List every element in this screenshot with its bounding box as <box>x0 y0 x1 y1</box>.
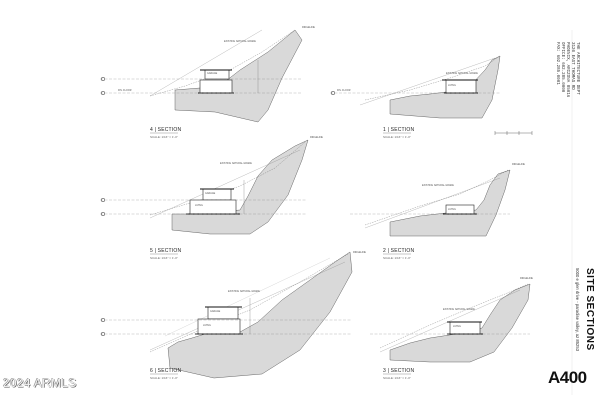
elevation-marker <box>100 211 106 217</box>
elevation-marker <box>100 331 106 337</box>
annotation-natural-grade: EXISTING NATURAL GRADE <box>446 72 478 75</box>
natural-grade-line <box>364 55 501 101</box>
annotation-living: LIVING <box>448 208 456 211</box>
annotation-ridgeline: RIDGELINE <box>302 26 315 29</box>
section-2-scale: SCALE: 1/16" = 1'-0" <box>383 256 411 260</box>
firm-line: OFFICE: 602.285.0000 <box>560 42 564 93</box>
section-3-scale: SCALE: 1/16" = 1'-0" <box>383 376 411 380</box>
terrain-fill <box>171 139 309 235</box>
annotation-fin-floor: FIN. FLOOR <box>118 89 132 92</box>
section-2-label: 2 | SECTION <box>383 248 415 254</box>
elevation-marker <box>100 317 106 323</box>
annotation-living: LIVING <box>453 325 461 328</box>
sight-line <box>149 149 301 219</box>
natural-grade-line <box>379 283 529 349</box>
house-upper <box>207 306 239 320</box>
annotation-living: LIVING <box>195 204 203 207</box>
annotation-living: LIVING <box>448 84 456 87</box>
terrain-fill <box>389 283 531 363</box>
section-5-label: 5 | SECTION <box>150 248 182 254</box>
section-6-drawing <box>100 251 353 379</box>
annotation-ridgeline: RIDGELINE <box>520 277 533 280</box>
firm-info-block: THE ARCHITECTURE DEPT 3120 EAST THOMAS R… <box>554 42 579 97</box>
section-4-scale: SCALE: 1/16" = 1'-0" <box>150 135 178 139</box>
annotation-natural-grade: EXISTING NATURAL GRADE <box>224 40 256 43</box>
elevation-marker <box>100 90 106 96</box>
annotation-natural-grade: EXISTING NATURAL GRADE <box>422 184 454 187</box>
annotation-garage: GARAGE <box>205 192 216 195</box>
annotation-ridgeline: RIDGELINE <box>353 251 366 254</box>
terrain-fill <box>167 251 353 379</box>
sight-line <box>359 57 496 106</box>
section-6-label: 6 | SECTION <box>150 368 182 374</box>
annotation-ridgeline: RIDGELINE <box>310 136 323 139</box>
house-body <box>449 321 481 335</box>
annotation-garage: GARAGE <box>210 310 221 313</box>
elevation-marker <box>100 197 106 203</box>
natural-grade-line <box>364 169 509 226</box>
section-1-scale: SCALE: 1/16" = 1'-0" <box>383 135 411 139</box>
annotation-natural-grade: EXISTING NATURAL GRADE <box>220 162 252 165</box>
sight-line <box>379 289 521 353</box>
section-4-label: 4 | SECTION <box>150 127 182 133</box>
section-1-label: 1 | SECTION <box>383 127 415 133</box>
project-address: 5000 e glen drive - paradise valley, az … <box>575 268 580 352</box>
firm-line: 3120 EAST THOMAS RD <box>570 42 574 90</box>
annotation-garage: GARAGE <box>207 72 218 75</box>
annotation-natural-grade: EXISTING NATURAL GRADE <box>228 290 260 293</box>
annotation-natural-grade: EXISTING NATURAL GRADE <box>443 308 475 311</box>
elevation-marker <box>100 76 106 82</box>
sight-line <box>149 261 346 351</box>
watermark: 2024 ARMLS <box>3 376 77 390</box>
section-4-drawing <box>100 29 303 123</box>
sight-line <box>364 177 501 229</box>
terrain-fill <box>389 169 511 237</box>
section-3-label: 3 | SECTION <box>383 368 415 374</box>
section-5-scale: SCALE: 1/16" = 1'-0" <box>150 256 178 260</box>
sight-line-2 <box>164 257 331 337</box>
section-6-scale: SCALE: 1/16" = 1'-0" <box>150 376 178 380</box>
sight-line <box>149 29 263 97</box>
terrain-fill <box>389 55 501 119</box>
section-2-drawing <box>350 169 511 237</box>
firm-line: PHOENIX, ARIZONA 85016 <box>565 42 569 98</box>
sheet-title: SITE SECTIONS <box>584 268 595 351</box>
elevation-marker <box>330 90 336 96</box>
section-3-drawing <box>370 283 531 363</box>
annotation-fin-floor: FIN. FLOOR <box>337 89 351 92</box>
firm-line: THE ARCHITECTURE DEPT <box>575 42 579 95</box>
house-lower <box>189 199 237 215</box>
annotation-living: LIVING <box>203 324 211 327</box>
sheet-number: A400 <box>548 368 587 387</box>
house-lower <box>199 79 233 94</box>
section-1-drawing <box>330 55 533 135</box>
section-5-drawing <box>100 139 309 235</box>
annotation-ridgeline: RIDGELINE <box>512 163 525 166</box>
